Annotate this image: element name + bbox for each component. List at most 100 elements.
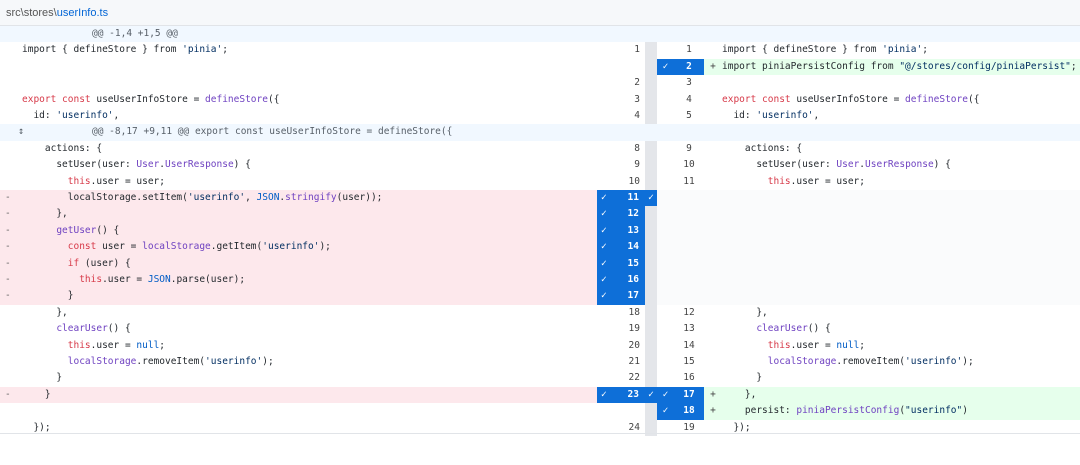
right-line-number[interactable] bbox=[674, 239, 704, 256]
right-line-number[interactable] bbox=[674, 222, 704, 240]
left-code bbox=[22, 403, 597, 419]
code-token: } bbox=[22, 372, 63, 384]
left-prefix bbox=[0, 157, 22, 173]
left-line-number[interactable]: 10 bbox=[597, 174, 645, 190]
code-token: } bbox=[722, 372, 763, 384]
left-line-number[interactable]: 22 bbox=[597, 370, 645, 386]
right-line-number[interactable]: 3 bbox=[674, 75, 704, 91]
right-line-number[interactable]: 13 bbox=[674, 321, 704, 337]
right-check[interactable] bbox=[657, 222, 674, 240]
right-check[interactable]: ✓ bbox=[657, 58, 674, 76]
line-number-text: 16 bbox=[627, 274, 639, 285]
left-line-number[interactable]: 2 bbox=[597, 75, 645, 91]
left-line-number[interactable]: ✓14 bbox=[597, 239, 645, 256]
right-check[interactable] bbox=[657, 272, 674, 289]
left-line-number[interactable]: 19 bbox=[597, 321, 645, 337]
left-line-number[interactable]: 20 bbox=[597, 338, 645, 354]
left-line-number[interactable]: ✓16 bbox=[597, 272, 645, 289]
right-line-number[interactable]: 14 bbox=[674, 338, 704, 354]
right-code bbox=[722, 288, 1080, 305]
left-line-number[interactable]: ✓11 bbox=[597, 190, 645, 207]
right-check[interactable]: ✓ bbox=[657, 386, 674, 404]
right-line-number[interactable]: 9 bbox=[674, 141, 704, 157]
code-token: ; bbox=[922, 44, 928, 56]
left-line-number[interactable]: 8 bbox=[597, 141, 645, 157]
left-prefix: - bbox=[0, 386, 22, 404]
line-number-text: 13 bbox=[627, 224, 639, 236]
code-token: localStorage bbox=[22, 356, 137, 367]
left-code: if (user) { bbox=[22, 255, 597, 272]
file-name[interactable]: userInfo.ts bbox=[56, 7, 109, 19]
right-check[interactable] bbox=[657, 206, 674, 223]
right-check[interactable] bbox=[657, 108, 674, 124]
right-prefix bbox=[704, 255, 722, 272]
right-code bbox=[722, 190, 1080, 207]
right-line-number[interactable]: 19 bbox=[674, 420, 704, 436]
code-token: }); bbox=[722, 421, 751, 433]
right-check[interactable] bbox=[657, 354, 674, 370]
right-line-number[interactable]: 5 bbox=[674, 108, 704, 124]
diff-row-del: - this.user = JSON.parse(user);✓16 bbox=[0, 272, 1080, 289]
code-token: () { bbox=[807, 323, 831, 335]
right-check[interactable] bbox=[657, 141, 674, 157]
left-line-number[interactable]: 18 bbox=[597, 305, 645, 321]
left-line-number[interactable]: 4 bbox=[597, 108, 645, 124]
expand-lines-icon[interactable]: ↕ bbox=[18, 126, 25, 138]
left-line-number[interactable]: ✓13 bbox=[597, 222, 645, 240]
code-token: this bbox=[22, 339, 91, 351]
left-line-number[interactable] bbox=[597, 59, 645, 75]
right-line-number[interactable] bbox=[674, 272, 704, 289]
right-line-number[interactable]: 17 bbox=[674, 386, 704, 404]
right-check[interactable] bbox=[657, 239, 674, 256]
right-line-number[interactable]: 18 bbox=[674, 403, 704, 420]
right-check[interactable] bbox=[657, 174, 674, 190]
right-line-number[interactable]: 15 bbox=[674, 354, 704, 370]
left-line-number[interactable]: 9 bbox=[597, 157, 645, 173]
right-check[interactable] bbox=[657, 255, 674, 272]
right-line-number[interactable]: 10 bbox=[674, 157, 704, 173]
code-token: clearUser bbox=[722, 323, 808, 335]
left-line-number[interactable] bbox=[597, 403, 645, 419]
left-line-number[interactable]: 1 bbox=[597, 42, 645, 58]
right-check[interactable] bbox=[657, 288, 674, 305]
line-number-text: 17 bbox=[627, 290, 639, 302]
code-token: .getItem( bbox=[210, 241, 263, 253]
right-check[interactable] bbox=[657, 305, 674, 321]
right-check[interactable] bbox=[657, 338, 674, 354]
right-check[interactable] bbox=[657, 190, 674, 207]
left-line-number[interactable]: ✓12 bbox=[597, 206, 645, 223]
line-number-text: 2 bbox=[634, 77, 640, 89]
left-line-number[interactable]: 21 bbox=[597, 354, 645, 370]
right-check[interactable] bbox=[657, 321, 674, 337]
right-line-number[interactable] bbox=[674, 288, 704, 305]
left-line-number[interactable]: ✓17 bbox=[597, 288, 645, 305]
line-number-text: 21 bbox=[628, 356, 640, 367]
code-token: .user = bbox=[790, 339, 837, 351]
right-check[interactable] bbox=[657, 370, 674, 386]
left-line-number[interactable]: ✓23 bbox=[597, 386, 645, 404]
right-check[interactable] bbox=[657, 157, 674, 173]
right-check[interactable] bbox=[657, 42, 674, 58]
left-line-number[interactable]: 3 bbox=[597, 92, 645, 108]
right-line-number[interactable]: 11 bbox=[674, 174, 704, 190]
center-gutter bbox=[645, 288, 657, 305]
right-check[interactable] bbox=[657, 75, 674, 91]
left-code: } bbox=[22, 370, 597, 386]
right-check[interactable]: ✓ bbox=[657, 403, 674, 420]
right-line-number[interactable]: 4 bbox=[674, 92, 704, 108]
right-line-number[interactable]: 1 bbox=[674, 42, 704, 58]
diff-row-ctx: } 22 16 } bbox=[0, 370, 1080, 387]
right-check[interactable] bbox=[657, 92, 674, 108]
left-line-number[interactable]: ✓15 bbox=[597, 255, 645, 272]
right-line-number[interactable] bbox=[674, 190, 704, 207]
code-token: actions: { bbox=[22, 142, 103, 154]
right-line-number[interactable] bbox=[674, 255, 704, 272]
diff-row-mod: - }✓23✓✓17+ }, bbox=[0, 386, 1080, 404]
right-line-number[interactable]: 2 bbox=[674, 58, 704, 76]
right-line-number[interactable] bbox=[674, 206, 704, 223]
right-line-number[interactable]: 16 bbox=[674, 370, 704, 386]
right-line-number[interactable]: 12 bbox=[674, 305, 704, 321]
left-line-number[interactable]: 24 bbox=[597, 420, 645, 436]
